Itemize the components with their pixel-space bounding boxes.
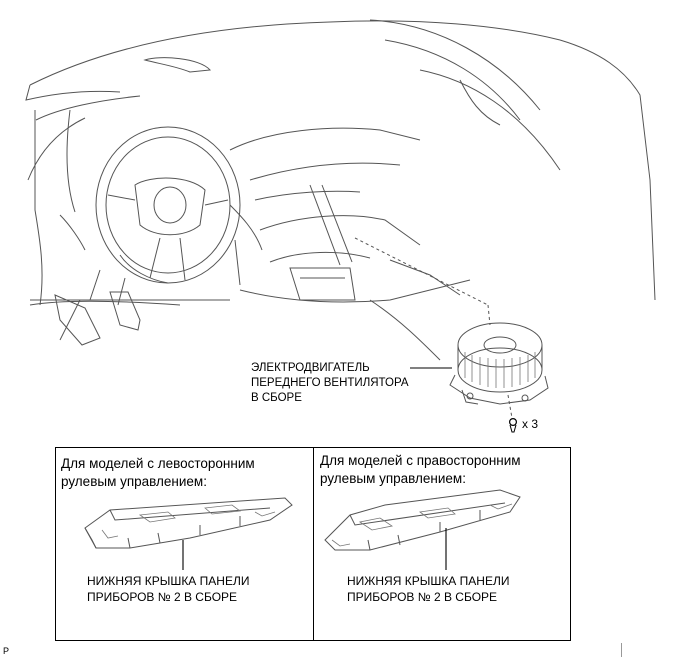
rhd-part-label: НИЖНЯЯ КРЫШКА ПАНЕЛИ ПРИБОРОВ № 2 В СБОР… [347, 573, 509, 605]
edge-tick [621, 643, 622, 657]
corner-mark: P [3, 646, 10, 656]
lhd-heading-line-1: Для моделей с левосторонним [61, 456, 255, 471]
lhd-part-label-line-1: НИЖНЯЯ КРЫШКА ПАНЕЛИ [87, 574, 250, 588]
rhd-heading-line-2: рулевым управлением: [320, 471, 466, 486]
rhd-heading-line-1: Для моделей с правосторонним [320, 453, 521, 468]
rhd-part-label-line-2: ПРИБОРОВ № 2 В СБОРЕ [347, 590, 498, 604]
blower-label-line-1: ЭЛЕКТРОДВИГАТЕЛЬ [251, 362, 370, 374]
screw-count: x 3 [522, 417, 539, 431]
panel-divider [313, 447, 314, 641]
blower-label-line-3: В СБОРЕ [251, 392, 302, 404]
blower-motor-label: ЭЛЕКТРОДВИГАТЕЛЬ ПЕРЕДНЕГО ВЕНТИЛЯТОРА В… [251, 361, 409, 406]
lhd-heading-line-2: рулевым управлением: [61, 474, 207, 489]
lhd-part-label: НИЖНЯЯ КРЫШКА ПАНЕЛИ ПРИБОРОВ № 2 В СБОР… [87, 573, 249, 605]
rhd-panel-heading: Для моделей с правосторонним рулевым упр… [320, 452, 521, 488]
lhd-part-label-line-2: ПРИБОРОВ № 2 В СБОРЕ [87, 590, 238, 604]
blower-label-line-2: ПЕРЕДНЕГО ВЕНТИЛЯТОРА [251, 377, 409, 389]
lhd-panel-heading: Для моделей с левосторонним рулевым упра… [61, 455, 255, 491]
rhd-part-label-line-1: НИЖНЯЯ КРЫШКА ПАНЕЛИ [347, 574, 510, 588]
